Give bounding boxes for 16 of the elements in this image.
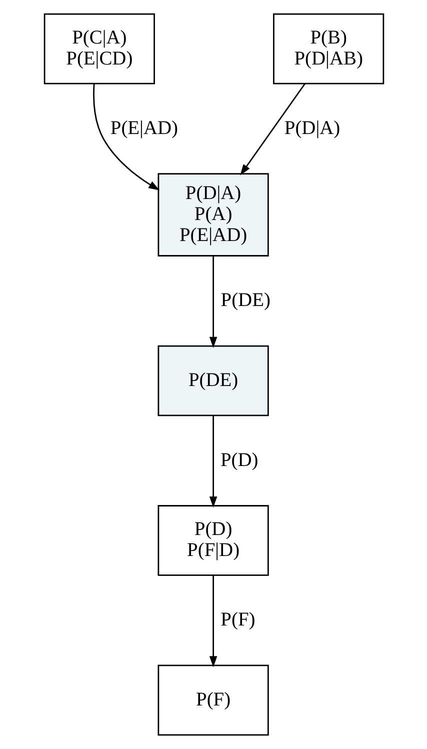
node-box: P(B) P(D|AB) <box>272 13 384 84</box>
node-box: P(DE) <box>157 345 268 416</box>
arrow <box>208 576 217 668</box>
node-box: P(D|A) P(A) P(E|AD) <box>157 173 268 256</box>
edge-label: P(D) <box>220 450 258 471</box>
arrow <box>208 416 217 508</box>
edge-label: P(E|AD) <box>110 118 178 139</box>
node-box: P(F) <box>157 664 268 736</box>
edge-label: P(DE) <box>220 290 270 312</box>
edge-label: P(D|A) <box>284 118 340 139</box>
node-box: P(D) P(F|D) <box>157 505 268 576</box>
arrow <box>92 84 160 190</box>
edge-label: P(F) <box>220 609 255 630</box>
arrow <box>208 256 217 348</box>
node-box: P(C|A) P(E|CD) <box>43 13 154 84</box>
arrow <box>240 83 306 176</box>
